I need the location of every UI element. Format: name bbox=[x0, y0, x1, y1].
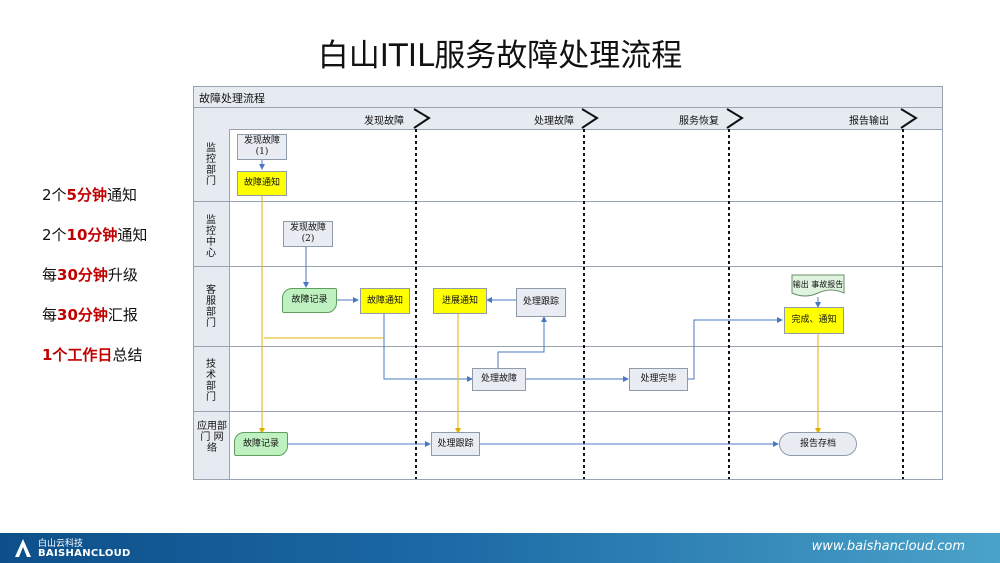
lane-label: 应用部门 网络 bbox=[197, 421, 227, 454]
sla-notes: 2个5分钟通知 2个10分钟通知 每30分钟升级 每30分钟汇报 1个工作日总结 bbox=[42, 184, 192, 384]
node-app-record: 故障记录 bbox=[234, 432, 288, 456]
baishancloud-logo-icon bbox=[15, 539, 31, 557]
footer-bar: 白山云科技 BAISHANCLOUD www.baishancloud.com bbox=[0, 533, 1000, 563]
brand-name-cn: 白山云科技 bbox=[38, 539, 84, 549]
lane-label: 技术部门 bbox=[206, 359, 216, 403]
lane-divider bbox=[194, 346, 942, 347]
node-app-archive: 报告存档 bbox=[779, 432, 857, 456]
lane-divider bbox=[194, 201, 942, 202]
note-item: 每30分钟汇报 bbox=[42, 306, 138, 324]
node-cs-track: 处理跟踪 bbox=[516, 288, 566, 317]
node-cs-progress: 进展通知 bbox=[433, 288, 487, 314]
node-center-find: 发现故障 (2) bbox=[283, 221, 333, 247]
diagram-title: 故障处理流程 bbox=[199, 92, 265, 105]
lane-header-column bbox=[194, 129, 230, 479]
phase-bar bbox=[194, 108, 942, 130]
node-monitor-notify: 故障通知 bbox=[237, 171, 287, 196]
node-cs-record: 故障记录 bbox=[282, 288, 337, 313]
node-cs-output: 输出 事故报告 bbox=[792, 279, 844, 289]
website-url[interactable]: www.baishancloud.com bbox=[811, 539, 965, 554]
node-app-track: 处理跟踪 bbox=[431, 432, 480, 456]
lane-label: 监控部门 bbox=[206, 143, 216, 187]
note-item: 2个10分钟通知 bbox=[42, 226, 148, 244]
phase-label: 发现故障 bbox=[364, 116, 404, 127]
node-monitor-find: 发现故障 (1) bbox=[237, 134, 287, 160]
slide-title: 白山ITIL服务故障处理流程 bbox=[317, 38, 683, 74]
phase-label: 服务恢复 bbox=[679, 116, 719, 127]
lane-divider bbox=[194, 411, 942, 412]
node-tech-handle: 处理故障 bbox=[472, 368, 526, 391]
swimlane-diagram: 故障处理流程 发现故障 处理故障 服务恢复 报告输出 监控部门 监控中心 客服部… bbox=[193, 86, 943, 480]
phase-label: 报告输出 bbox=[849, 116, 889, 127]
note-item: 每30分钟升级 bbox=[42, 266, 138, 284]
brand-name-en: BAISHANCLOUD bbox=[38, 548, 131, 559]
node-cs-notify: 故障通知 bbox=[360, 288, 410, 314]
note-item: 2个5分钟通知 bbox=[42, 186, 137, 204]
note-item: 1个工作日总结 bbox=[42, 346, 143, 364]
lane-label: 客服部门 bbox=[206, 285, 216, 329]
lane-divider bbox=[194, 266, 942, 267]
diagram-lines bbox=[259, 108, 918, 479]
phase-label: 处理故障 bbox=[534, 116, 574, 127]
node-tech-done: 处理完毕 bbox=[629, 368, 688, 391]
lane-label: 监控中心 bbox=[206, 215, 216, 259]
node-cs-done: 完成、通知 bbox=[784, 307, 844, 334]
diagram-header: 故障处理流程 bbox=[194, 87, 942, 108]
